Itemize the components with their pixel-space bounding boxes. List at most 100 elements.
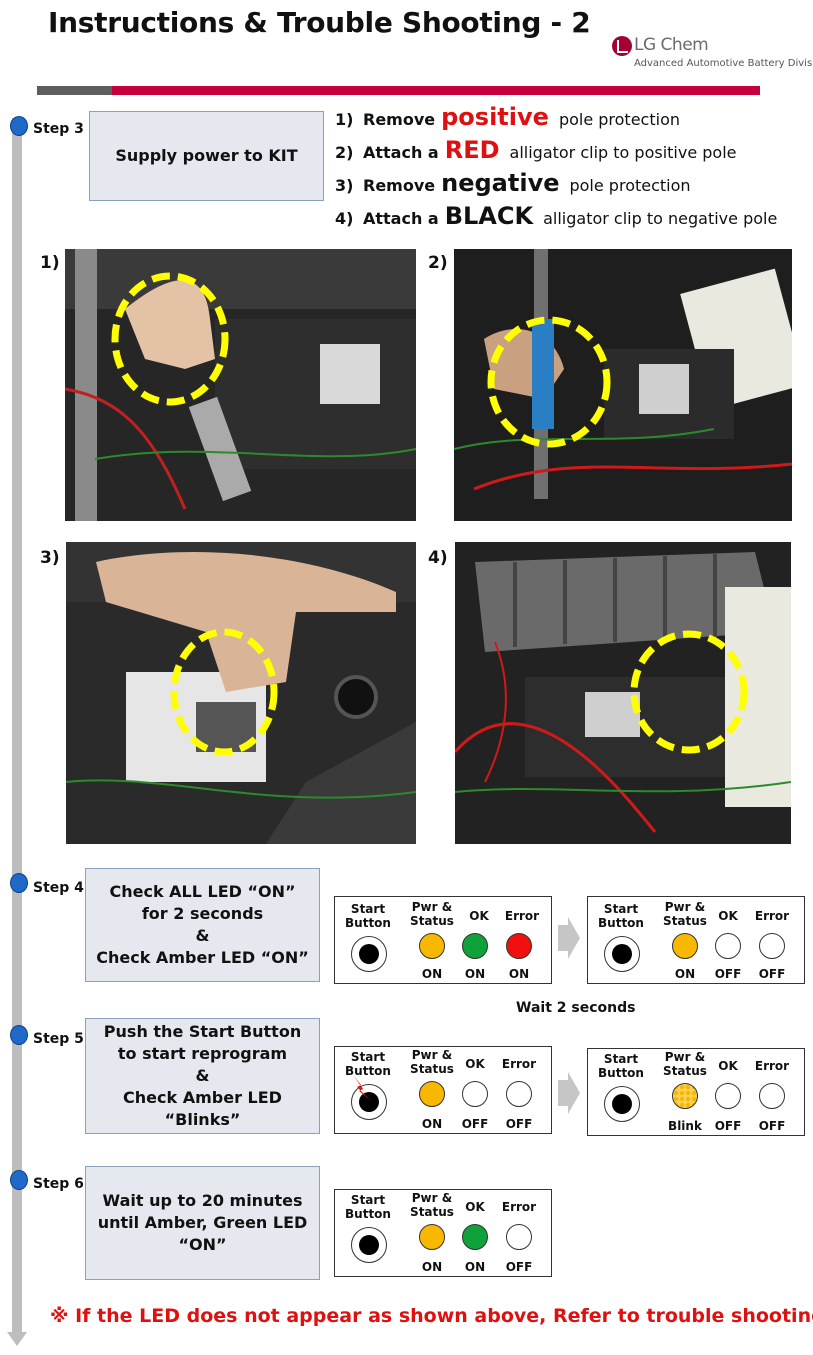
ok-led-off — [462, 1081, 488, 1107]
photo-remove-negative — [66, 542, 416, 844]
step4-box: Check ALL LED “ON” for 2 seconds & Check… — [85, 868, 320, 982]
step5-marker — [10, 1025, 28, 1045]
instruction-2: 2) Attach a RED alligator clip to positi… — [335, 136, 737, 164]
header-bar-red — [112, 86, 760, 95]
instruction-post: pole protection — [558, 110, 680, 129]
ok-state: OFF — [461, 1117, 489, 1131]
logo-subtitle: Advanced Automotive Battery Division — [634, 58, 813, 69]
step6-marker — [10, 1170, 28, 1190]
step5-label: Step 5 — [33, 1031, 84, 1047]
ok-led-on — [462, 1224, 488, 1250]
start-button-label: Start Button — [345, 1193, 391, 1221]
pwr-status-label: Pwr & Status — [663, 900, 707, 928]
pwr-state: ON — [674, 967, 696, 981]
ok-state: OFF — [714, 1119, 742, 1133]
pwr-state: Blink — [668, 1119, 702, 1133]
start-button-icon — [604, 1086, 640, 1122]
press-bolt-icon — [353, 1075, 371, 1101]
start-button-icon — [351, 936, 387, 972]
start-button-label: Start Button — [598, 902, 644, 930]
led-panel-step4-after: Start Button Pwr & Status OK Error ON OF… — [587, 896, 805, 984]
pwr-status-label: Pwr & Status — [410, 1048, 454, 1076]
page-title: Instructions & Trouble Shooting - 2 — [48, 6, 591, 39]
instruction-num: 1) — [335, 110, 354, 129]
instruction-pre: Attach a — [363, 209, 439, 228]
instruction-num: 4) — [335, 209, 354, 228]
photo-label: 4) — [428, 548, 448, 568]
ok-label: OK — [718, 909, 738, 923]
step5-box: Push the Start Button to start reprogram… — [85, 1018, 320, 1134]
error-label: Error — [754, 1059, 790, 1073]
instruction-4: 4) Attach a BLACK alligator clip to nega… — [335, 202, 777, 230]
step3-box: Supply power to KIT — [89, 111, 324, 201]
error-label: Error — [754, 909, 790, 923]
instruction-num: 3) — [335, 176, 354, 195]
ok-led-off — [715, 1083, 741, 1109]
ok-state: OFF — [714, 967, 742, 981]
led-panel-step5-push: Start Button Pwr & Status OK Error ON OF… — [334, 1046, 552, 1134]
error-led-on — [506, 933, 532, 959]
step5-box-text: Push the Start Button to start reprogram… — [103, 1022, 302, 1129]
step4-label: Step 4 — [33, 880, 84, 896]
pwr-led-on — [419, 1081, 445, 1107]
error-label: Error — [504, 909, 540, 923]
instruction-keyword: positive — [441, 103, 549, 131]
error-state: OFF — [758, 1119, 786, 1133]
pwr-status-label: Pwr & Status — [663, 1050, 707, 1078]
error-state: OFF — [758, 967, 786, 981]
error-state: OFF — [505, 1117, 533, 1131]
step6-box: Wait up to 20 minutes until Amber, Green… — [85, 1166, 320, 1280]
led-panel-step5-blink: Start Button Pwr & Status OK Error Blink… — [587, 1048, 805, 1136]
ok-label: OK — [465, 1200, 485, 1214]
step4-box-text: Check ALL LED “ON” for 2 seconds & Check… — [96, 882, 309, 967]
error-led-off — [506, 1081, 532, 1107]
ok-label: OK — [718, 1059, 738, 1073]
wait-2-seconds: Wait 2 seconds — [516, 1000, 636, 1016]
error-state: OFF — [505, 1260, 533, 1274]
instruction-keyword: BLACK — [444, 202, 534, 230]
instruction-num: 2) — [335, 143, 354, 162]
instruction-3: 3) Remove negative pole protection — [335, 169, 691, 197]
photo-attach-red-clip — [454, 249, 792, 521]
instruction-pre: Remove — [363, 176, 436, 195]
instruction-post: alligator clip to positive pole — [509, 143, 737, 162]
lg-chem-logo: LG Chem Advanced Automotive Battery Divi… — [612, 34, 813, 76]
ok-led-on — [462, 933, 488, 959]
start-button-icon — [351, 1227, 387, 1263]
lg-logo-icon — [612, 36, 632, 56]
step6-label: Step 6 — [33, 1176, 84, 1192]
arrow-right-icon — [558, 1072, 580, 1114]
step6-box-text: Wait up to 20 minutes until Amber, Green… — [97, 1191, 308, 1254]
instruction-post: pole protection — [569, 176, 691, 195]
ok-label: OK — [469, 909, 489, 923]
instruction-1: 1) Remove positive pole protection — [335, 103, 680, 131]
start-button-label: Start Button — [345, 902, 391, 930]
led-panel-step6: Start Button Pwr & Status OK Error ON ON… — [334, 1189, 552, 1277]
arrow-right-icon — [558, 917, 580, 959]
logo-name: LG Chem — [634, 35, 709, 55]
step4-marker — [10, 873, 28, 893]
error-led-off — [759, 1083, 785, 1109]
start-button-label: Start Button — [598, 1052, 644, 1080]
step3-label: Step 3 — [33, 121, 84, 137]
timeline-arrow-icon — [7, 1332, 27, 1346]
photo-label: 3) — [40, 548, 60, 568]
photo-label: 1) — [40, 253, 60, 273]
pwr-led-on — [419, 1224, 445, 1250]
error-led-off — [759, 933, 785, 959]
step3-box-text: Supply power to KIT — [115, 146, 298, 165]
pwr-status-label: Pwr & Status — [410, 1191, 454, 1219]
instruction-pre: Remove — [363, 110, 436, 129]
start-button-label: Start Button — [345, 1050, 391, 1078]
error-label: Error — [501, 1057, 537, 1071]
led-panel-step4-initial: Start Button Pwr & Status OK Error ON ON… — [334, 896, 552, 984]
pwr-state: ON — [421, 1117, 443, 1131]
start-button-icon — [351, 1084, 387, 1120]
pwr-state: ON — [421, 1260, 443, 1274]
ok-state: ON — [464, 967, 486, 981]
ok-state: ON — [464, 1260, 486, 1274]
pwr-state: ON — [421, 967, 443, 981]
pwr-status-label: Pwr & Status — [410, 900, 454, 928]
error-label: Error — [501, 1200, 537, 1214]
timeline — [12, 118, 22, 1338]
